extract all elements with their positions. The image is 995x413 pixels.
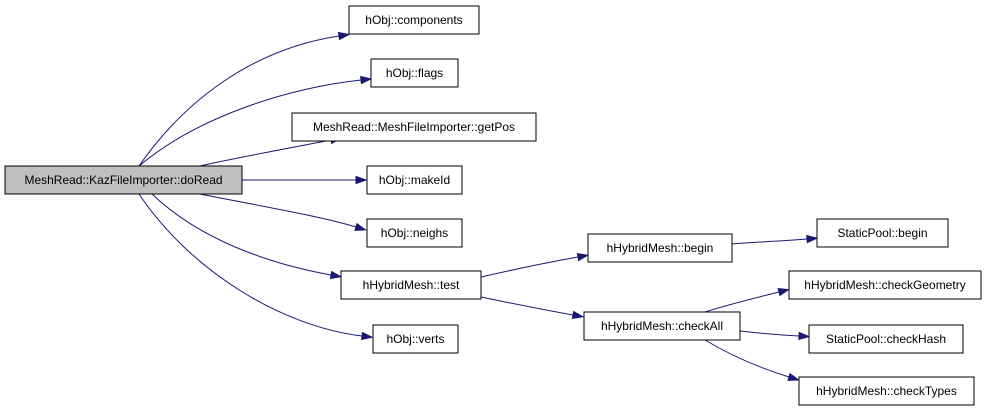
edge-line bbox=[151, 193, 332, 276]
node-label[interactable]: hHybridMesh::checkTypes bbox=[816, 384, 957, 398]
edge-doRead-to-makeId bbox=[242, 175, 368, 185]
edge-line bbox=[704, 339, 790, 378]
edge-line bbox=[138, 35, 340, 167]
edge-doRead-to-flags bbox=[138, 75, 373, 167]
node-label[interactable]: hHybridMesh::checkGeometry bbox=[804, 278, 965, 292]
node-label[interactable]: hObj::verts bbox=[386, 332, 444, 346]
edge-line bbox=[731, 238, 808, 245]
node-label[interactable]: StaticPool::checkHash bbox=[826, 332, 946, 346]
node-checkTypes[interactable]: hHybridMesh::checkTypes bbox=[798, 376, 975, 406]
edge-doRead-to-neighs bbox=[199, 193, 368, 231]
node-label[interactable]: hObj::makeId bbox=[379, 173, 450, 187]
edge-doRead-to-verts bbox=[138, 193, 374, 341]
node-label[interactable]: hHybridMesh::begin bbox=[607, 241, 714, 255]
node-label[interactable]: hHybridMesh::test bbox=[363, 278, 460, 292]
arrowhead-icon bbox=[360, 331, 374, 341]
node-label[interactable]: hObj::neighs bbox=[381, 226, 448, 240]
nodes-layer: MeshRead::KazFileImporter::doRead hObj::c… bbox=[4, 5, 982, 406]
arrowhead-icon bbox=[337, 31, 351, 41]
node-box[interactable] bbox=[816, 218, 949, 248]
node-box[interactable] bbox=[798, 376, 975, 406]
edge-line bbox=[138, 79, 362, 167]
node-box[interactable] bbox=[583, 311, 741, 341]
node-flags[interactable]: hObj::flags bbox=[370, 58, 459, 88]
edge-checkAll-to-checkGeometry bbox=[704, 288, 791, 313]
arrowhead-icon bbox=[360, 75, 373, 85]
edge-line bbox=[739, 330, 800, 337]
edge-line bbox=[199, 139, 332, 167]
node-box[interactable] bbox=[808, 324, 964, 354]
node-label[interactable]: hObj::components bbox=[365, 13, 462, 27]
arrowhead-icon bbox=[777, 288, 791, 297]
edge-line bbox=[138, 193, 363, 337]
arrowhead-icon bbox=[354, 222, 368, 231]
node-box[interactable] bbox=[788, 270, 982, 300]
node-hmBegin[interactable]: hHybridMesh::begin bbox=[587, 233, 733, 263]
edge-hmBegin-to-spBegin bbox=[731, 234, 819, 245]
node-components[interactable]: hObj::components bbox=[348, 5, 480, 35]
arrowhead-icon bbox=[806, 234, 819, 244]
node-box[interactable] bbox=[340, 270, 482, 300]
node-box[interactable] bbox=[291, 112, 537, 142]
node-checkAll[interactable]: hHybridMesh::checkAll bbox=[583, 311, 741, 341]
arrowhead-icon bbox=[571, 310, 585, 320]
node-test[interactable]: hHybridMesh::test bbox=[340, 270, 482, 300]
arrowhead-icon bbox=[787, 372, 800, 381]
node-doRead[interactable]: MeshRead::KazFileImporter::doRead bbox=[4, 165, 243, 195]
node-box[interactable] bbox=[372, 324, 459, 354]
edge-test-to-hmBegin bbox=[480, 252, 590, 278]
edge-line bbox=[480, 256, 579, 278]
node-box[interactable] bbox=[4, 165, 243, 195]
edge-doRead-to-test bbox=[151, 193, 343, 280]
edges-layer bbox=[138, 31, 819, 381]
edge-test-to-checkAll bbox=[480, 296, 585, 320]
node-box[interactable] bbox=[348, 5, 480, 35]
node-spBegin[interactable]: StaticPool::begin bbox=[816, 218, 949, 248]
edge-doRead-to-components bbox=[138, 31, 351, 167]
node-box[interactable] bbox=[366, 165, 463, 195]
edge-line bbox=[199, 193, 357, 228]
node-verts[interactable]: hObj::verts bbox=[372, 324, 459, 354]
edge-line bbox=[480, 296, 574, 316]
edge-checkAll-to-checkTypes bbox=[704, 339, 800, 381]
node-makeId[interactable]: hObj::makeId bbox=[366, 165, 463, 195]
node-getPos[interactable]: MeshRead::MeshFileImporter::getPos bbox=[291, 112, 537, 142]
node-box[interactable] bbox=[366, 218, 463, 248]
arrowhead-icon bbox=[329, 270, 343, 280]
node-label[interactable]: StaticPool::begin bbox=[837, 226, 927, 240]
node-box[interactable] bbox=[587, 233, 733, 263]
edge-line bbox=[704, 291, 780, 313]
edge-checkAll-to-checkHash bbox=[739, 330, 811, 341]
arrowhead-icon bbox=[576, 252, 590, 262]
arrowhead-icon bbox=[355, 175, 368, 185]
node-label[interactable]: MeshRead::MeshFileImporter::getPos bbox=[313, 120, 515, 134]
node-neighs[interactable]: hObj::neighs bbox=[366, 218, 463, 248]
node-label[interactable]: hHybridMesh::checkAll bbox=[601, 319, 723, 333]
node-box[interactable] bbox=[370, 58, 459, 88]
node-checkGeometry[interactable]: hHybridMesh::checkGeometry bbox=[788, 270, 982, 300]
arrowhead-icon bbox=[798, 331, 811, 341]
node-label[interactable]: MeshRead::KazFileImporter::doRead bbox=[24, 173, 222, 187]
node-label[interactable]: hObj::flags bbox=[386, 66, 443, 80]
node-checkHash[interactable]: StaticPool::checkHash bbox=[808, 324, 964, 354]
